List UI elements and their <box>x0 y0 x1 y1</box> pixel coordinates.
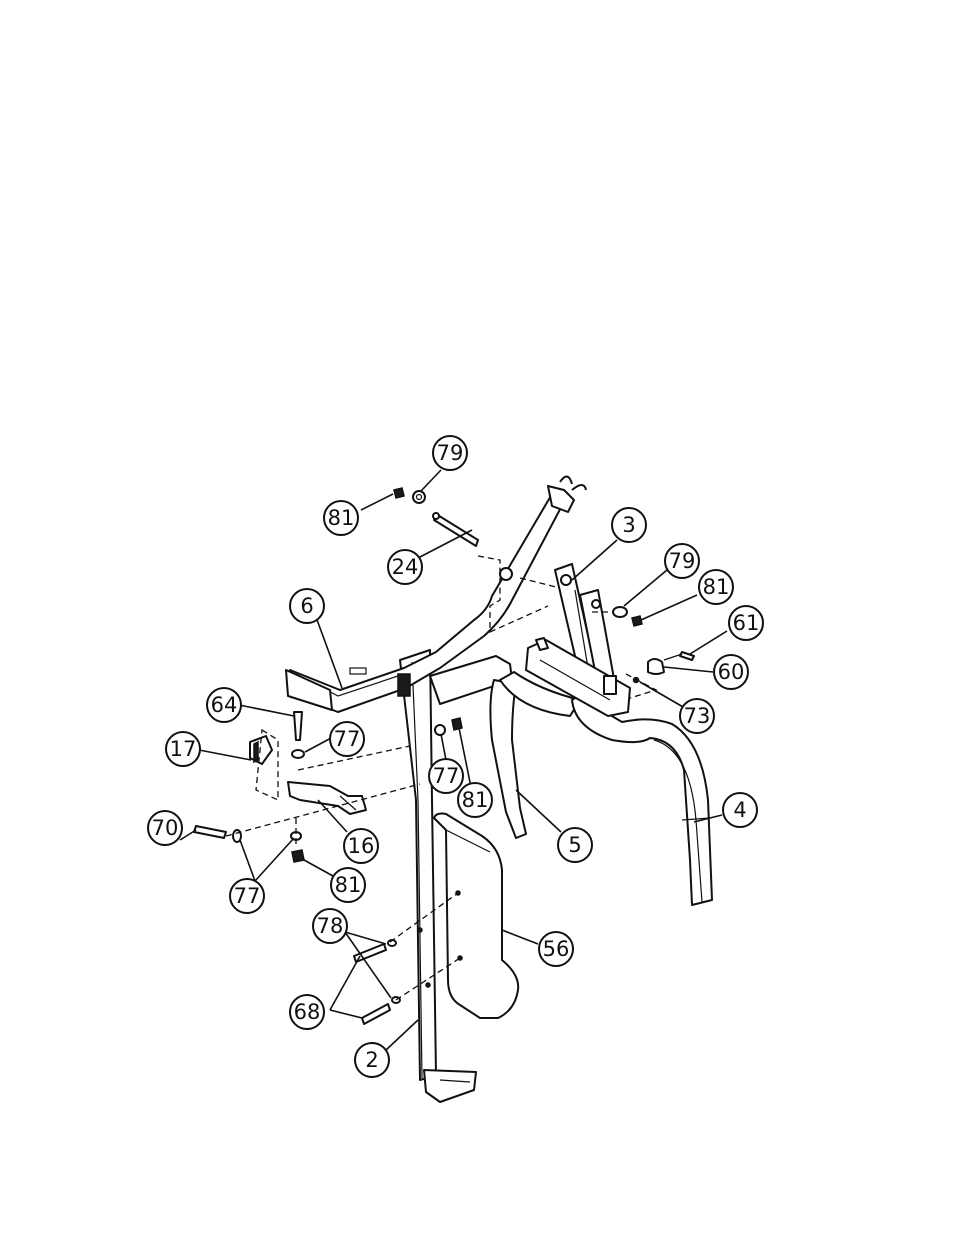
callout-77: 77 <box>429 759 463 793</box>
callout-81: 81 <box>699 570 733 604</box>
callout-68: 68 <box>290 995 324 1029</box>
svg-text:77: 77 <box>433 764 460 788</box>
callout-61: 61 <box>729 606 763 640</box>
callout-81: 81 <box>324 501 358 535</box>
callout-77: 77 <box>230 879 264 913</box>
svg-text:77: 77 <box>334 727 361 751</box>
svg-text:81: 81 <box>703 575 730 599</box>
svg-text:73: 73 <box>684 704 711 728</box>
svg-text:2: 2 <box>365 1048 378 1072</box>
callout-4: 4 <box>723 793 757 827</box>
svg-text:68: 68 <box>294 1000 321 1024</box>
svg-text:24: 24 <box>392 555 419 579</box>
callout-6: 6 <box>290 589 324 623</box>
back-pad-part-56 <box>434 814 518 1019</box>
callout-56: 56 <box>539 932 573 966</box>
svg-text:16: 16 <box>348 834 375 858</box>
svg-text:61: 61 <box>733 611 760 635</box>
callout-2: 2 <box>355 1043 389 1077</box>
pin-assembly <box>634 652 695 683</box>
callout-79: 79 <box>665 544 699 578</box>
svg-text:70: 70 <box>152 816 179 840</box>
top-fasteners <box>394 488 425 503</box>
callout-64: 64 <box>207 688 241 722</box>
svg-text:81: 81 <box>335 873 362 897</box>
svg-text:56: 56 <box>543 937 570 961</box>
callout-70: 70 <box>148 811 182 845</box>
svg-text:60: 60 <box>718 660 745 684</box>
callout-81: 81 <box>458 783 492 817</box>
right-fasteners <box>613 607 642 626</box>
svg-text:79: 79 <box>437 441 464 465</box>
callout-3: 3 <box>612 508 646 542</box>
svg-text:78: 78 <box>317 914 344 938</box>
callout-78: 78 <box>313 909 347 943</box>
svg-text:77: 77 <box>234 884 261 908</box>
svg-text:81: 81 <box>462 788 489 812</box>
callout-73: 73 <box>680 699 714 733</box>
svg-text:64: 64 <box>211 693 238 717</box>
svg-text:79: 79 <box>669 549 696 573</box>
curved-arm-part-5 <box>490 672 580 838</box>
callout-5: 5 <box>558 828 592 862</box>
callout-16: 16 <box>344 829 378 863</box>
svg-text:3: 3 <box>622 513 635 537</box>
svg-text:5: 5 <box>568 833 581 857</box>
callout-17: 17 <box>166 732 200 766</box>
svg-text:17: 17 <box>170 737 197 761</box>
svg-text:6: 6 <box>300 594 313 618</box>
pad-bolts <box>354 891 462 1024</box>
callout-77: 77 <box>330 722 364 756</box>
callout-24: 24 <box>388 550 422 584</box>
callout-79: 79 <box>433 436 467 470</box>
svg-text:4: 4 <box>733 798 746 822</box>
callout-60: 60 <box>714 655 748 689</box>
svg-text:81: 81 <box>328 506 355 530</box>
callout-81: 81 <box>331 868 365 902</box>
